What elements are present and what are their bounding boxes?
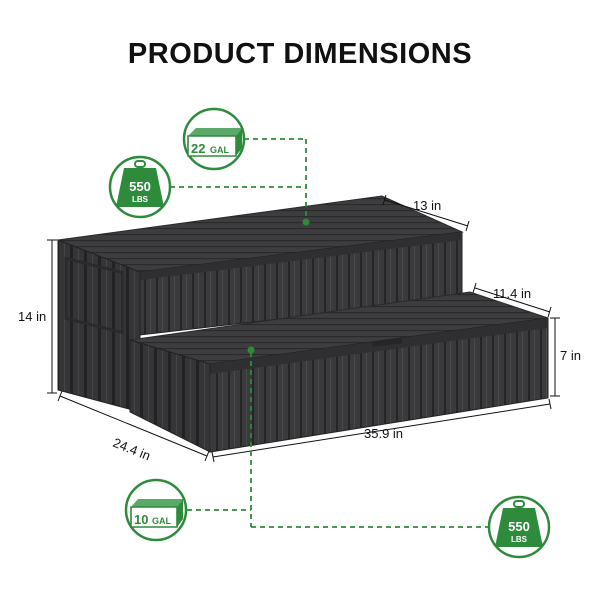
top-weight-number: 550 <box>129 179 151 194</box>
storage-box-icon <box>130 499 183 528</box>
depth-label: 24.4 in <box>111 435 153 464</box>
top-depth-label: 13 in <box>413 198 441 213</box>
bottom-weight-unit: LBS <box>511 535 528 544</box>
top-lid-marker <box>302 218 310 226</box>
bottom-depth-label: 11.4 in <box>493 286 531 301</box>
bottom-weight-number: 550 <box>508 519 530 534</box>
dimension-lines <box>47 194 560 463</box>
top-capacity-number: 22 <box>191 141 205 156</box>
bottom-lid-marker <box>247 346 255 354</box>
page-title: PRODUCT DIMENSIONS <box>127 38 473 70</box>
bottom-capacity-unit: GAL <box>152 516 172 526</box>
step-height-label: 7 in <box>560 348 581 363</box>
top-capacity-unit: GAL <box>210 145 230 155</box>
guide-lines <box>170 138 488 528</box>
width-label: 35.9 in <box>364 426 403 441</box>
top-weight-badge: 550 LBS <box>108 155 172 219</box>
top-weight-unit: LBS <box>132 195 149 204</box>
bottom-capacity-badge: 10 GAL <box>124 478 188 542</box>
storage-box-icon <box>187 128 242 157</box>
height-total-label: 14 in <box>18 309 46 324</box>
weight-icon <box>495 500 543 547</box>
weight-icon <box>116 160 164 207</box>
bottom-capacity-number: 10 <box>134 512 148 527</box>
lower-step-side <box>129 339 211 453</box>
top-capacity-badge: 22 GAL <box>182 107 246 171</box>
bottom-weight-badge: 550 LBS <box>487 495 551 559</box>
